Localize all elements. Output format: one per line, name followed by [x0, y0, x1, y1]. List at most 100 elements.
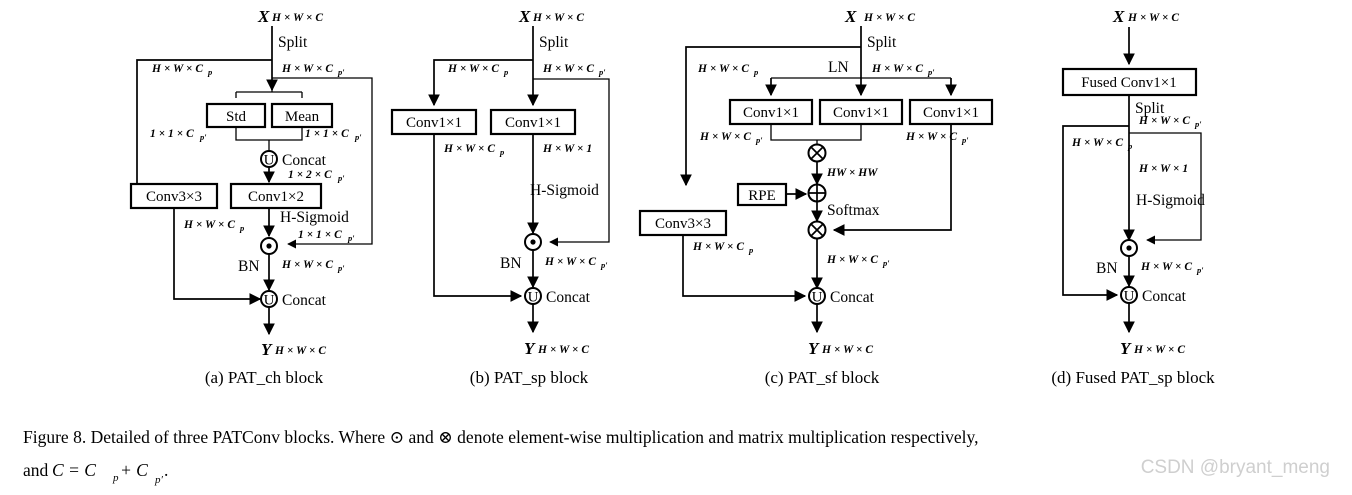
block-c-softmax-label: Softmax [827, 202, 880, 219]
block-d-bn-dim: H × W × C [1140, 261, 1192, 273]
block-a-std-dim: 1 × 1 × C [150, 128, 194, 140]
block-c-conv3x3-dim-sub: p [748, 245, 753, 255]
caption-line2-sub2: p′ [154, 474, 164, 486]
block-d-left-dim: H × W × C [1071, 137, 1123, 149]
block-c-out-dim-sub: p′ [882, 258, 890, 268]
block-b-split-label: Split [539, 34, 569, 51]
block-d-right-dim-sub: p′ [1194, 119, 1202, 129]
block-a-conv3x3-dim: H × W × C [183, 219, 235, 231]
block-c-conv1x1-k-label: Conv1×1 [833, 105, 889, 121]
block-b-input-symbol: X [518, 7, 531, 26]
block-d-hsig-branch [1129, 132, 1202, 245]
block-a-conv3x3-label: Conv3×3 [146, 189, 202, 205]
block-b-bn-dim-sub: p′ [600, 260, 608, 270]
block-a-hsig-dim-sub: p′ [347, 233, 355, 243]
block-c-concat-glyph: U [812, 290, 823, 306]
block-c-conv1x1-k-box[interactable] [818, 98, 904, 126]
block-d-input-symbol: X [1112, 7, 1125, 26]
caption-line2-plus: + C [120, 460, 148, 480]
block-b-conv1x1-left-box[interactable] [390, 108, 478, 136]
block-c-concat-label: Concat [830, 289, 875, 306]
block-c-out-dim: H × W × C [826, 254, 878, 266]
block-b-elemmult-dot [530, 239, 536, 245]
block-c-input-symbol: X [844, 7, 857, 26]
block-c-conv1x1-v-box[interactable] [908, 98, 994, 126]
block-a-caption: (a) PAT_ch block [205, 368, 324, 387]
block-d-left-branch [1062, 125, 1129, 301]
block-a-concat-label: Concat [282, 152, 327, 169]
block-c-matmul2-glyph [810, 223, 824, 237]
block-b-right-dim: H × W × C [542, 63, 594, 75]
block-d-output-dim: H × W × C [1133, 344, 1185, 356]
block-d-split-label: Split [1135, 100, 1165, 117]
block-c-v-path [832, 124, 952, 236]
block-d-fused-pat-sp: X H × W × C Fused Conv1×1 Split H × W × … [1051, 7, 1215, 387]
block-b-conv1x1-right-label: Conv1×1 [505, 115, 561, 131]
watermark: CSDN @bryant_meng [1141, 457, 1330, 478]
block-a-conv3x3-dim-sub: p [239, 223, 244, 233]
block-d-caption: (d) Fused PAT_sp block [1051, 368, 1215, 387]
block-a-split-label: Split [278, 34, 308, 51]
block-b-left-to-concat [433, 134, 523, 302]
block-c-q-dim-sub: p′ [755, 135, 763, 145]
block-a-mean-label: Mean [285, 109, 320, 125]
block-c-rpe-label: RPE [748, 188, 776, 204]
block-c-ln-label: LN [828, 59, 849, 76]
block-d-concat-glyph: U [1124, 289, 1135, 305]
block-a-concat-dim: 1 × 2 × C [288, 169, 332, 181]
block-b-bn-dim: H × W × C [544, 256, 596, 268]
block-a-concat2-glyph: U [264, 293, 275, 309]
block-c-matmul1-glyph [810, 146, 824, 160]
block-d-bn-label: BN [1096, 260, 1118, 277]
block-c-input-dim: H × W × C [863, 12, 915, 24]
figure-caption-line1: Figure 8. Detailed of three PATConv bloc… [23, 427, 978, 447]
block-b-left-out-dim: H × W × C [443, 143, 495, 155]
block-a-concat-dim-sub: p′ [337, 173, 345, 183]
block-d-hsigmoid-label: H-Sigmoid [1136, 192, 1205, 209]
block-c-conv1x1-v-label: Conv1×1 [923, 105, 979, 121]
caption-line2-sub1: p [112, 472, 119, 484]
block-c-conv1x1-q-label: Conv1×1 [743, 105, 799, 121]
block-b-bn-label: BN [500, 255, 522, 272]
block-a-mean-dim: 1 × 1 × C [305, 128, 349, 140]
block-a-std-label: Std [226, 109, 247, 125]
block-b-conv1x1-right-box[interactable] [489, 108, 577, 136]
block-a-conv1x2-label: Conv1×2 [248, 189, 304, 205]
block-b-right-dim-sub: p′ [598, 67, 606, 77]
block-b-output-dim: H × W × C [537, 344, 589, 356]
block-a-right-dim: H × W × C [281, 63, 333, 75]
block-c-conv3x3-dim: H × W × C [692, 241, 744, 253]
block-a-bn-dim-sub: p′ [337, 263, 345, 273]
block-a-mean-dim-sub: p′ [354, 132, 362, 142]
block-d-fused-conv-box[interactable] [1061, 67, 1198, 97]
block-a-left-dim-sub: p [207, 67, 212, 77]
block-a-fan-top [235, 91, 303, 98]
block-c-conv3x3-box[interactable] [638, 209, 728, 237]
block-a-input-dim: H × W × C [271, 12, 323, 24]
block-b-output-symbol: Y [524, 339, 536, 358]
block-c-left-branch [680, 46, 861, 187]
block-c-conv3x3-label: Conv3×3 [655, 216, 711, 232]
block-b-left-dim: H × W × C [447, 63, 499, 75]
block-c-left-to-concat [682, 235, 807, 302]
block-c-v-dim: H × W × C [905, 131, 957, 143]
caption-line2-prefix: and [23, 460, 49, 480]
block-d-fused-conv-label: Fused Conv1×1 [1081, 75, 1177, 91]
block-b-input-dim: H × W × C [532, 12, 584, 24]
block-c-split-label: Split [867, 34, 897, 51]
block-a-hsigmoid-label: H-Sigmoid [280, 209, 349, 226]
block-c-right-dim: H × W × C [871, 63, 923, 75]
block-a-concat2-label: Concat [282, 292, 327, 309]
block-d-bn-dim-sub: p′ [1196, 265, 1204, 275]
block-c-right-dim-sub: p′ [927, 67, 935, 77]
block-a-merge-brace [235, 127, 303, 141]
block-a-conv1x2-box[interactable] [229, 182, 323, 210]
block-c-output-symbol: Y [808, 339, 820, 358]
caption-line2-end: . [164, 460, 168, 480]
block-c-left-dim: H × W × C [697, 63, 749, 75]
block-c-caption: (c) PAT_sf block [765, 368, 880, 387]
block-d-concat-label: Concat [1142, 288, 1187, 305]
block-a-bn-dim: H × W × C [281, 259, 333, 271]
block-a-hsig-dim: 1 × 1 × C [298, 229, 342, 241]
